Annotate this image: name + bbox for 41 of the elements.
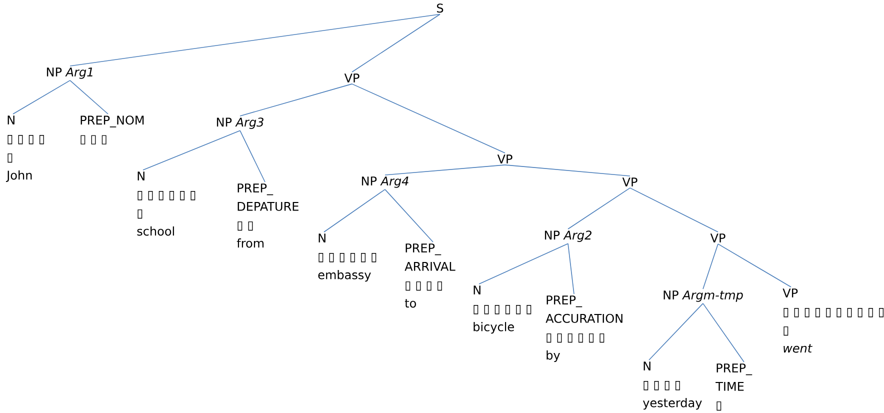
tree-branch bbox=[478, 243, 568, 284]
tree-branch bbox=[240, 130, 266, 182]
word-label: N ▯ ▯ ▯ ▯ ▯ ▯ embassy bbox=[318, 234, 376, 282]
tree-branch bbox=[240, 84, 352, 116]
tree-branch bbox=[702, 244, 718, 290]
word-label: N ▯ ▯ ▯ ▯ ▯ ▯ ▯ school bbox=[137, 172, 196, 236]
tree-branch bbox=[352, 84, 506, 154]
tree-branch bbox=[568, 243, 574, 294]
tree-branch bbox=[630, 188, 718, 232]
phrase-label: NP Arg2 bbox=[544, 230, 592, 242]
tree-branch bbox=[504, 164, 630, 176]
phrase-label: NP Arg4 bbox=[362, 176, 408, 188]
tree-branch bbox=[648, 303, 704, 360]
tree-branch bbox=[384, 189, 434, 242]
tree-branch bbox=[70, 80, 108, 114]
word-label: PREP_ TIME ▯ bbox=[716, 364, 752, 411]
tree-branch bbox=[12, 80, 70, 114]
word-label: N ▯ ▯ ▯ ▯ ▯ John bbox=[6, 116, 44, 182]
tree-branch bbox=[702, 303, 744, 362]
word-label: PREP_ ACCURATION ▯ ▯ ▯ ▯ ▯ ▯ by bbox=[546, 296, 622, 362]
phrase-label: NP Argm-tmp bbox=[664, 290, 743, 302]
tree-branch bbox=[718, 244, 792, 288]
word-label: N ▯ ▯ ▯ ▯ yesterday bbox=[642, 362, 702, 410]
word-label: PREP_ DEPATURE ▯ ▯ from bbox=[236, 184, 298, 248]
word-label: PREP_ ARRIVAL ▯ ▯ ▯ ▯ to bbox=[404, 244, 456, 308]
phrase-label: VP bbox=[344, 74, 360, 82]
phrase-label: VP bbox=[710, 234, 726, 242]
word-label: N ▯ ▯ ▯ ▯ ▯ ▯ bicycle bbox=[474, 286, 532, 334]
phrase-label: VP bbox=[622, 178, 638, 186]
tree-branch bbox=[568, 188, 630, 230]
word-label: VP ▯ ▯ ▯ ▯ ▯ ▯ ▯ ▯ ▯ ▯ ▯ went bbox=[782, 288, 884, 353]
phrase-label: VP bbox=[497, 154, 512, 164]
phrase-label: NP Arg3 bbox=[216, 118, 264, 129]
tree-branch bbox=[142, 130, 240, 170]
word-label: PREP_NOM ▯ ▯ ▯ bbox=[80, 116, 144, 144]
tree-branch bbox=[70, 14, 440, 66]
tree-branch bbox=[352, 14, 440, 72]
tree-branch bbox=[324, 189, 386, 232]
phrase-label: NP Arg1 bbox=[46, 68, 92, 79]
phrase-label: S bbox=[437, 4, 444, 13]
tree-branch bbox=[384, 164, 506, 176]
